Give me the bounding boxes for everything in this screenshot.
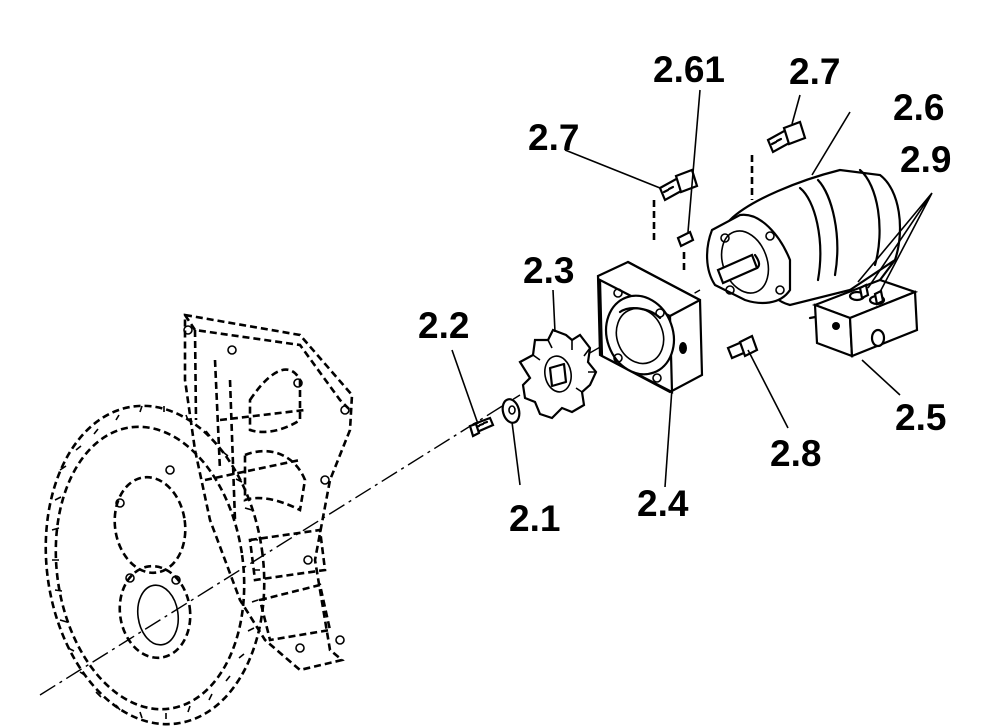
screw-2-2: [468, 416, 495, 438]
gear-2-3: [518, 328, 598, 420]
flange-2-4: [596, 260, 704, 394]
callout-2-7-left: 2.7: [528, 117, 579, 158]
callout-2-7-right: 2.7: [789, 51, 840, 92]
cap-screw-2-7-right: [750, 120, 807, 200]
callout-2-8: 2.8: [770, 433, 821, 474]
callout-2-6: 2.6: [893, 87, 944, 128]
callout-2-3: 2.3: [523, 250, 574, 291]
callout-2-5: 2.5: [895, 397, 946, 438]
callout-2-1: 2.1: [509, 498, 560, 539]
valve-block-2-5: [811, 278, 919, 358]
callout-2-61: 2.61: [653, 49, 725, 90]
key-2-61: [676, 230, 695, 270]
callout-2-4: 2.4: [637, 483, 689, 524]
callout-2-9: 2.9: [900, 139, 951, 180]
flywheel-housing: [44, 313, 354, 726]
leader-lines: [451, 89, 933, 488]
callout-2-2: 2.2: [418, 305, 469, 346]
plug-2-9: [858, 283, 885, 306]
hydraulic-motor-2-6: [706, 168, 902, 320]
washer-2-1: [501, 398, 521, 424]
fitting-2-8: [726, 334, 759, 360]
